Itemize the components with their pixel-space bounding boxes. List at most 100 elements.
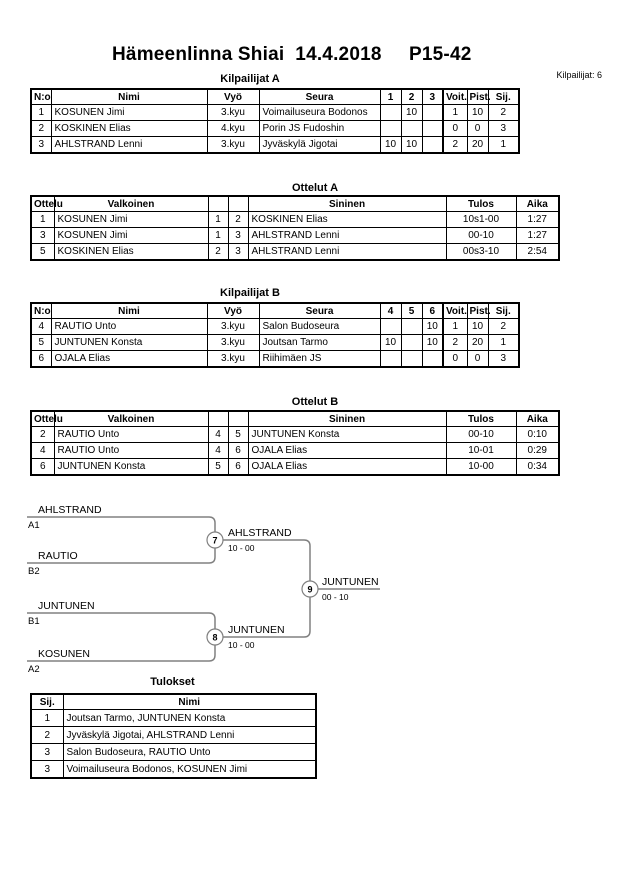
table-cell: 1 <box>442 318 468 335</box>
column-header: Aika <box>515 410 560 427</box>
competitors-b-table: N:o Nimi Vyö Seura 4 5 6 Voit. Pist. Sij… <box>30 302 520 368</box>
table-cell: JUNTUNEN Konsta <box>247 426 447 443</box>
column-header <box>227 195 249 212</box>
table-row: 5 KOSKINEN Elias 2 3 AHLSTRAND Lenni 00s… <box>30 243 560 261</box>
bracket-entry-name: KOSUNEN <box>38 648 90 660</box>
table-cell: 10 <box>466 318 489 335</box>
table-cell: 3.kyu <box>206 350 260 368</box>
table-cell <box>421 120 444 137</box>
page-title: Hämeenlinna Shiai 14.4.2018 P15-42 <box>112 44 472 65</box>
table-row: 4 RAUTIO Unto 4 6 OJALA Elias 10-01 0:29 <box>30 442 560 459</box>
column-header: Nimi <box>50 88 208 105</box>
table-cell: 0 <box>466 120 489 137</box>
column-header: Voit. <box>442 88 468 105</box>
table-cell: KOSKINEN Elias <box>53 243 209 261</box>
table-cell: OJALA Elias <box>50 350 208 368</box>
table-cell: Voimailuseura Bodonos <box>258 104 381 121</box>
table-cell: 3.kyu <box>206 318 260 335</box>
header-row: Ottelu Valkoinen Sininen Tulos Aika <box>30 410 560 427</box>
table-cell: Salon Budoseura <box>258 318 381 335</box>
table-cell: OJALA Elias <box>247 458 447 476</box>
match-8-circle <box>206 628 224 646</box>
bracket-winner-8-line <box>215 589 311 638</box>
match-number: 9 <box>307 585 312 595</box>
table-cell: 2 <box>227 211 249 228</box>
results-table: Sij. Nimi 1 Joutsan Tarmo, JUNTUNEN Kons… <box>30 693 317 779</box>
header-row: Ottelu Valkoinen Sininen Tulos Aika <box>30 195 560 212</box>
column-header: Nimi <box>62 693 317 710</box>
table-cell: 0:34 <box>515 458 560 476</box>
column-header: Pist. <box>466 302 491 319</box>
match-number: 7 <box>212 536 217 546</box>
table-row: 3 KOSUNEN Jimi 1 3 AHLSTRAND Lenni 00-10… <box>30 227 560 244</box>
table-cell: Voimailuseura Bodonos, KOSUNEN Jimi <box>62 760 317 779</box>
table-cell: Salon Budoseura, RAUTIO Unto <box>62 743 317 761</box>
column-header: Vyö <box>206 302 260 319</box>
table-cell: 3 <box>30 227 55 244</box>
table-cell: 3.kyu <box>206 334 260 351</box>
table-cell: AHLSTRAND Lenni <box>247 227 447 244</box>
column-header <box>207 410 229 427</box>
table-cell: 3 <box>487 350 520 368</box>
table-cell: Jyväskylä Jigotai <box>258 136 381 154</box>
table-cell: 1 <box>487 334 520 351</box>
table-cell: JUNTUNEN Konsta <box>53 458 209 476</box>
table-cell: 4 <box>207 442 229 459</box>
table-row: 6 JUNTUNEN Konsta 5 6 OJALA Elias 10-00 … <box>30 458 560 476</box>
bracket-entry-seed: A1 <box>28 520 40 531</box>
column-header: Seura <box>258 302 381 319</box>
table-cell: 10 <box>379 334 402 351</box>
table-cell: AHLSTRAND Lenni <box>247 243 447 261</box>
column-header: Ottelu <box>30 410 63 427</box>
bracket-entry-name: AHLSTRAND <box>38 504 102 516</box>
table-cell: Joutsan Tarmo, JUNTUNEN Konsta <box>62 709 317 727</box>
table-cell: 2 <box>30 120 52 137</box>
table-cell: 1 <box>487 136 520 154</box>
table-cell: 2 <box>207 243 229 261</box>
table-cell: 1 <box>30 104 52 121</box>
table-cell: 00s3-10 <box>445 243 517 261</box>
table-cell: Jyväskylä Jigotai, AHLSTRAND Lenni <box>62 726 317 744</box>
table-cell: RAUTIO Unto <box>53 442 209 459</box>
table-cell: 3 <box>30 743 64 761</box>
table-cell: KOSUNEN Jimi <box>53 227 209 244</box>
match-score: 00 - 10 <box>322 592 349 602</box>
table-cell: 4 <box>30 318 52 335</box>
table-cell <box>400 334 423 351</box>
table-cell: 20 <box>466 136 489 154</box>
column-header: Sij. <box>487 88 520 105</box>
table-cell <box>400 120 423 137</box>
competitors-count: Kilpailijat: 6 <box>556 70 602 80</box>
column-header: Vyö <box>206 88 260 105</box>
table-cell <box>379 104 402 121</box>
table-cell <box>379 120 402 137</box>
table-cell: 10-00 <box>445 458 517 476</box>
match-score: 10 - 00 <box>228 543 255 553</box>
match-score: 10 - 00 <box>228 640 255 650</box>
table-cell: JUNTUNEN Konsta <box>50 334 208 351</box>
table-cell: 0:10 <box>515 426 560 443</box>
table-row: 3 AHLSTRAND Lenni 3.kyu Jyväskylä Jigota… <box>30 136 520 154</box>
table-cell: 3 <box>30 760 64 779</box>
competitors-a-table: N:o Nimi Vyö Seura 1 2 3 Voit. Pist. Sij… <box>30 88 520 154</box>
table-row: 3 Voimailuseura Bodonos, KOSUNEN Jimi <box>30 760 317 779</box>
table-cell: 6 <box>30 350 52 368</box>
table-cell <box>421 350 444 368</box>
column-header: Tulos <box>445 410 517 427</box>
table-cell <box>421 104 444 121</box>
table-cell: 0:29 <box>515 442 560 459</box>
table-row: 6 OJALA Elias 3.kyu Riihimäen JS 0 0 3 <box>30 350 520 368</box>
column-header <box>207 195 229 212</box>
results-title: Tulokset <box>150 676 195 688</box>
column-header: Voit. <box>442 302 468 319</box>
table-cell <box>379 350 402 368</box>
table-cell: 1 <box>442 104 468 121</box>
column-header: Valkoinen <box>53 195 209 212</box>
table-cell: 4.kyu <box>206 120 260 137</box>
bracket-entry-name: JUNTUNEN <box>38 600 95 612</box>
table-cell: Riihimäen JS <box>258 350 381 368</box>
table-cell: KOSKINEN Elias <box>247 211 447 228</box>
bracket-entry-seed: A2 <box>28 664 40 675</box>
match-winner-name: JUNTUNEN <box>322 576 379 588</box>
